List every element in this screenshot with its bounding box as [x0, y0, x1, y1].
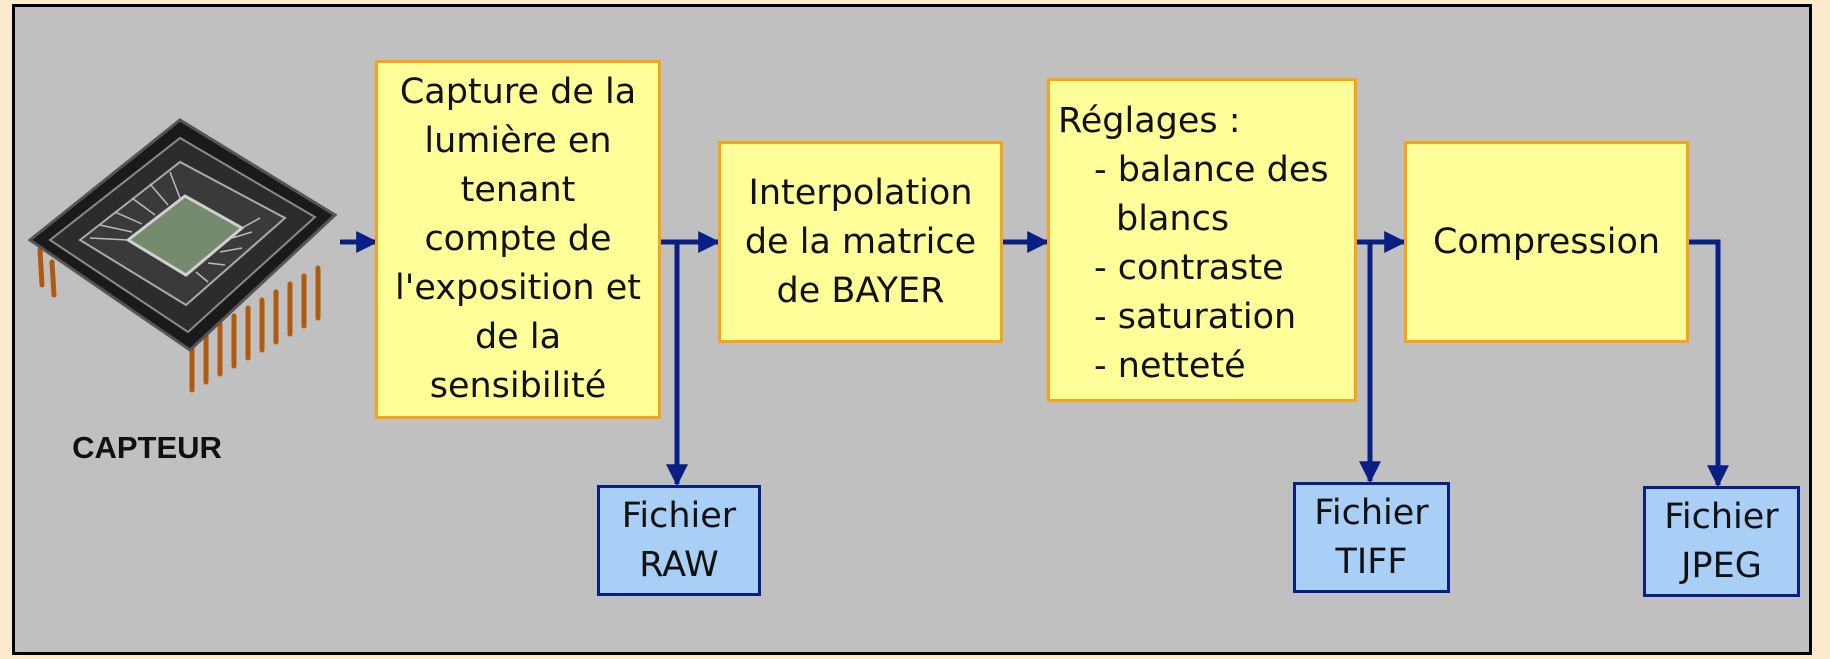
sensor-label: CAPTEUR	[72, 430, 222, 465]
interpolation-line: de BAYER	[776, 270, 945, 311]
adjustment-item: - saturation	[1094, 297, 1297, 337]
step-adjustments: Réglages : - balance des blancs - contra…	[1047, 78, 1357, 402]
step-capture: Capture de la lumière en tenant compte d…	[375, 60, 661, 419]
step-compression: Compression	[1404, 141, 1689, 343]
capture-line: de la	[474, 317, 562, 357]
capture-line: l'exposition et	[395, 268, 641, 308]
interpolation-line: de la matrice	[744, 221, 977, 262]
file-tiff: Fichier TIFF	[1293, 482, 1450, 593]
file-jpeg: Fichier JPEG	[1643, 486, 1800, 597]
file-tiff-line: Fichier	[1314, 492, 1429, 533]
capture-line: sensibilité	[429, 366, 607, 406]
capture-line: compte de	[424, 219, 612, 259]
file-jpeg-line: JPEG	[1681, 545, 1762, 586]
interpolation-line: Interpolation	[748, 172, 973, 213]
file-jpeg-line: Fichier	[1664, 496, 1779, 537]
file-tiff-line: TIFF	[1335, 541, 1408, 582]
adjustment-item: blancs	[1116, 199, 1230, 239]
file-raw-line: Fichier	[621, 495, 737, 536]
capture-line: tenant	[460, 170, 576, 210]
arrow-compress-to-jpeg	[1688, 239, 1729, 488]
file-raw-line: RAW	[639, 544, 719, 585]
capture-line: lumière en	[424, 121, 612, 161]
chip-icon	[27, 118, 338, 393]
capture-line: Capture de la	[399, 72, 637, 112]
adjustment-item: - balance des	[1094, 150, 1329, 190]
adjustment-item: - netteté	[1094, 346, 1246, 386]
adjustment-item: - contraste	[1094, 248, 1284, 288]
compression-label: Compression	[1432, 221, 1661, 262]
step-interpolation: Interpolation de la matrice de BAYER	[718, 141, 1003, 343]
file-raw: Fichier RAW	[597, 485, 761, 596]
adjustments-title: Réglages :	[1058, 101, 1241, 141]
